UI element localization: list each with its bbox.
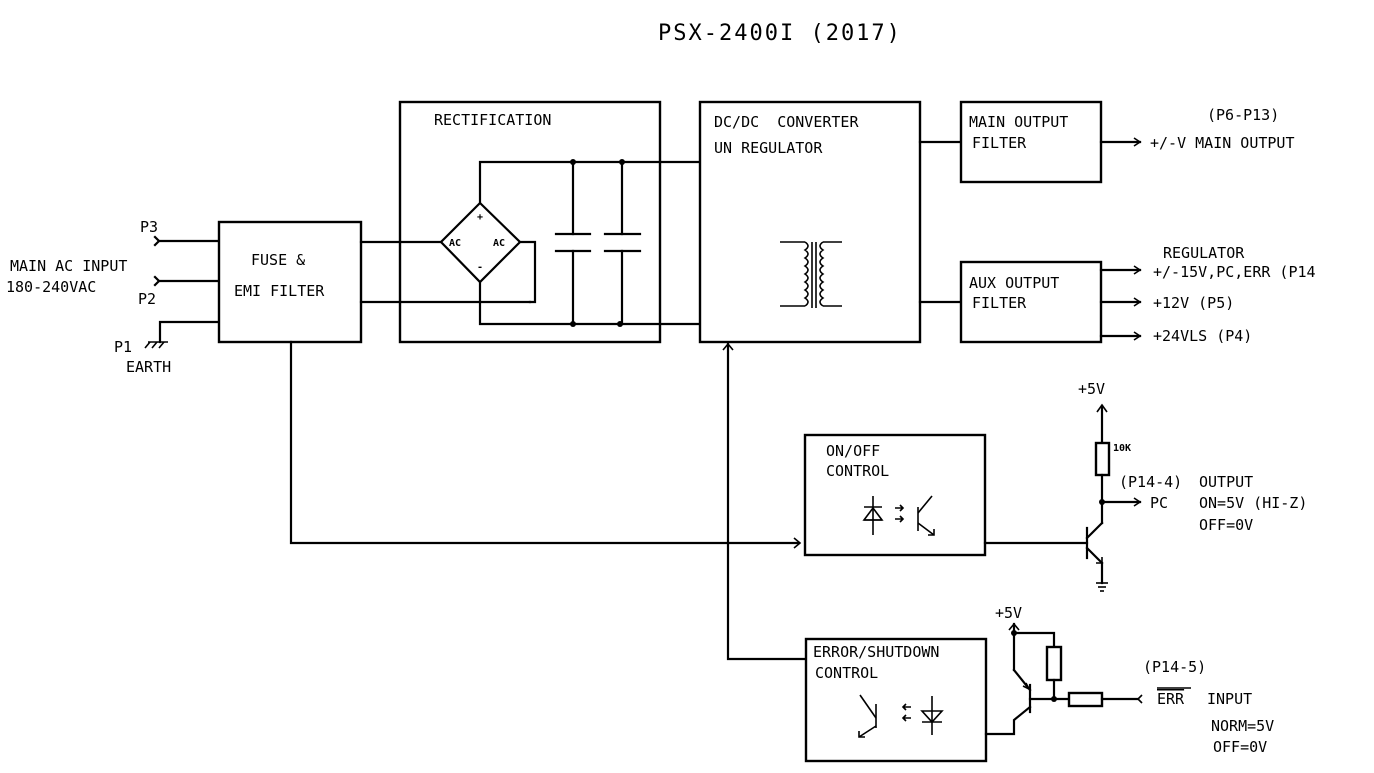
wire-fuse-to-onoff (289, 340, 801, 545)
pullup-resistor-icon (1094, 441, 1111, 477)
diagram-title: PSX-2400I (2017) (658, 21, 902, 46)
arrow-right-icon (1133, 497, 1142, 507)
onoff-control-block: ON/OFF CONTROL (803, 433, 987, 557)
aux-filter-label: AUX OUTPUT (969, 274, 1059, 292)
supply-arrow-icon (1096, 403, 1108, 413)
dcdc-converter-block: DC/DC CONVERTER UN REGULATOR (698, 100, 922, 344)
svg-text:-: - (477, 262, 483, 273)
err-signal-label: ERR (1157, 690, 1185, 708)
err-pin-label: (P14-5) (1143, 658, 1206, 676)
transformer-icon (780, 241, 842, 308)
main-output-filter-block: MAIN OUTPUT FILTER (959, 100, 1103, 184)
err-norm-state: NORM=5V (1211, 717, 1274, 735)
capacitor-2-icon (603, 159, 642, 327)
bridge-rectifier-icon: AC AC + - (439, 201, 522, 284)
ac-input-voltage: 180-240VAC (6, 278, 96, 296)
rectification-title: RECTIFICATION (434, 111, 551, 129)
onoff-label-2: CONTROL (826, 462, 889, 480)
err-off-state: OFF=0V (1213, 738, 1267, 756)
emi-filter-label: EMI FILTER (234, 282, 325, 300)
wire-p1 (158, 320, 221, 344)
svg-text:+: + (477, 212, 483, 223)
arrow-right-icon (793, 537, 802, 549)
aux-output-filter-block: AUX OUTPUT FILTER (959, 260, 1103, 344)
chassis-earth-icon (144, 341, 168, 349)
pc-on-state: ON=5V (HI-Z) (1199, 494, 1307, 512)
output-12v-label: +12V (P5) (1153, 294, 1234, 312)
fuse-emi-filter-block: FUSE & EMI FILTER (217, 220, 363, 344)
error-shutdown-control-block: ERROR/SHUTDOWN CONTROL (804, 637, 988, 763)
err-series-resistor-icon (1067, 691, 1104, 708)
svg-text:AC: AC (493, 238, 505, 249)
main-output-pins: (P6-P13) (1207, 106, 1279, 124)
arrow-right-icon (1133, 297, 1142, 307)
resistor-value: 10K (1113, 443, 1131, 454)
ac-input-label: MAIN AC INPUT (10, 257, 127, 275)
main-output-label: +/-V MAIN OUTPUT (1150, 134, 1295, 152)
regulator-title: REGULATOR (1163, 244, 1245, 262)
arrow-right-icon (1133, 137, 1142, 147)
pc-signal-label: PC (1150, 494, 1168, 512)
rectification-block: RECTIFICATION AC AC + - (398, 100, 702, 344)
arrow-up-icon (722, 342, 734, 351)
pc-output-transistor-icon (1085, 500, 1104, 585)
fuse-label: FUSE & (251, 251, 305, 269)
main-filter-label-2: FILTER (972, 134, 1027, 152)
wire-err-pullup (1012, 631, 1056, 649)
ac-input: MAIN AC INPUT 180-240VAC P3 P2 P1 EARTH (6, 218, 221, 376)
converter-subtitle: UN REGULATOR (714, 139, 823, 157)
pc-type-label: OUTPUT (1199, 473, 1253, 491)
arrow-right-icon (1133, 265, 1142, 275)
err-supply-label: +5V (995, 604, 1022, 622)
pc-off-state: OFF=0V (1199, 516, 1253, 534)
err-input-transistor-icon (1012, 631, 1032, 714)
regulator-output-label: +/-15V,PC,ERR (P14 (1153, 263, 1316, 281)
output-24v-label: +24VLS (P4) (1153, 327, 1252, 345)
pc-supply-label: +5V (1078, 380, 1105, 398)
optocoupler-icon (862, 495, 935, 536)
err-type-label: INPUT (1207, 690, 1252, 708)
pin-p2: P2 (138, 290, 156, 308)
converter-title: DC/DC CONVERTER (714, 113, 859, 131)
pin-p3: P3 (140, 218, 158, 236)
ground-icon (1096, 582, 1108, 592)
aux-filter-label-2: FILTER (972, 294, 1027, 312)
optocoupler-icon (858, 694, 944, 738)
capacitor-1-icon (554, 159, 592, 327)
wire-error-to-converter (726, 342, 808, 661)
error-label-2: CONTROL (815, 664, 878, 682)
wire-error-to-transistor (984, 705, 1032, 736)
error-label: ERROR/SHUTDOWN (813, 643, 939, 661)
onoff-label: ON/OFF (826, 442, 880, 460)
svg-text:AC: AC (449, 238, 461, 249)
main-filter-label: MAIN OUTPUT (969, 113, 1068, 131)
pc-pin-label: (P14-4) (1119, 473, 1182, 491)
connector-err-icon (1136, 694, 1143, 704)
pin-p1: P1 (114, 338, 132, 356)
err-pullup-resistor-icon (1045, 645, 1063, 682)
earth-label: EARTH (126, 358, 171, 376)
arrow-right-icon (1133, 331, 1142, 341)
